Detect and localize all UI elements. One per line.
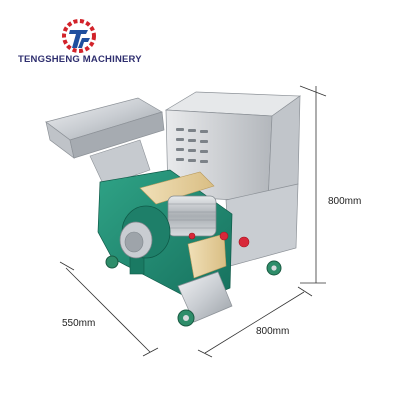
belt-roller [139, 171, 227, 279]
brand-name: TENGSHENG MACHINERY [18, 54, 142, 65]
separation-drum [167, 195, 217, 237]
depth-label: 550mm [62, 318, 96, 329]
front-housing [119, 205, 171, 259]
width-dimension-line [204, 291, 305, 354]
dimension-lines [59, 85, 327, 358]
adjustment-knob-icon [188, 231, 250, 248]
vent-slots [176, 128, 208, 163]
depth-dimension-line [65, 267, 151, 353]
height-label: 800mm [328, 196, 362, 207]
width-label: 800mm [256, 326, 290, 337]
feed-hopper [45, 97, 165, 187]
caster-wheels [105, 255, 282, 327]
tengsheng-logo-icon [62, 19, 96, 53]
brand-logo [20, 16, 140, 74]
